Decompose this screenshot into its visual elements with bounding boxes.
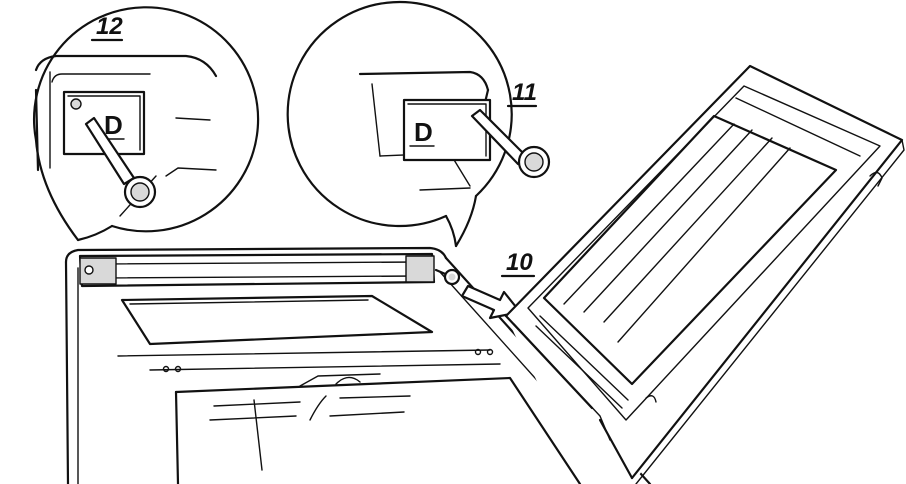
device-body (64, 246, 652, 484)
screw-hinge-pin (434, 268, 461, 286)
callout-10: 10 (500, 249, 536, 278)
callout-bubble-left: D 12 (33, 6, 260, 242)
callout-label-11: 11 (512, 79, 537, 106)
right-hinge-block (406, 256, 434, 282)
left-plate-letter: D (104, 110, 123, 140)
callout-label-12: 12 (96, 13, 123, 40)
document-cover (504, 64, 905, 484)
right-plate-letter: D (414, 117, 433, 147)
callout-label-10: 10 (506, 249, 533, 276)
right-plate (404, 100, 490, 160)
callout-bubble-right: D 11 (286, 1, 551, 248)
direction-arrow (460, 284, 522, 320)
